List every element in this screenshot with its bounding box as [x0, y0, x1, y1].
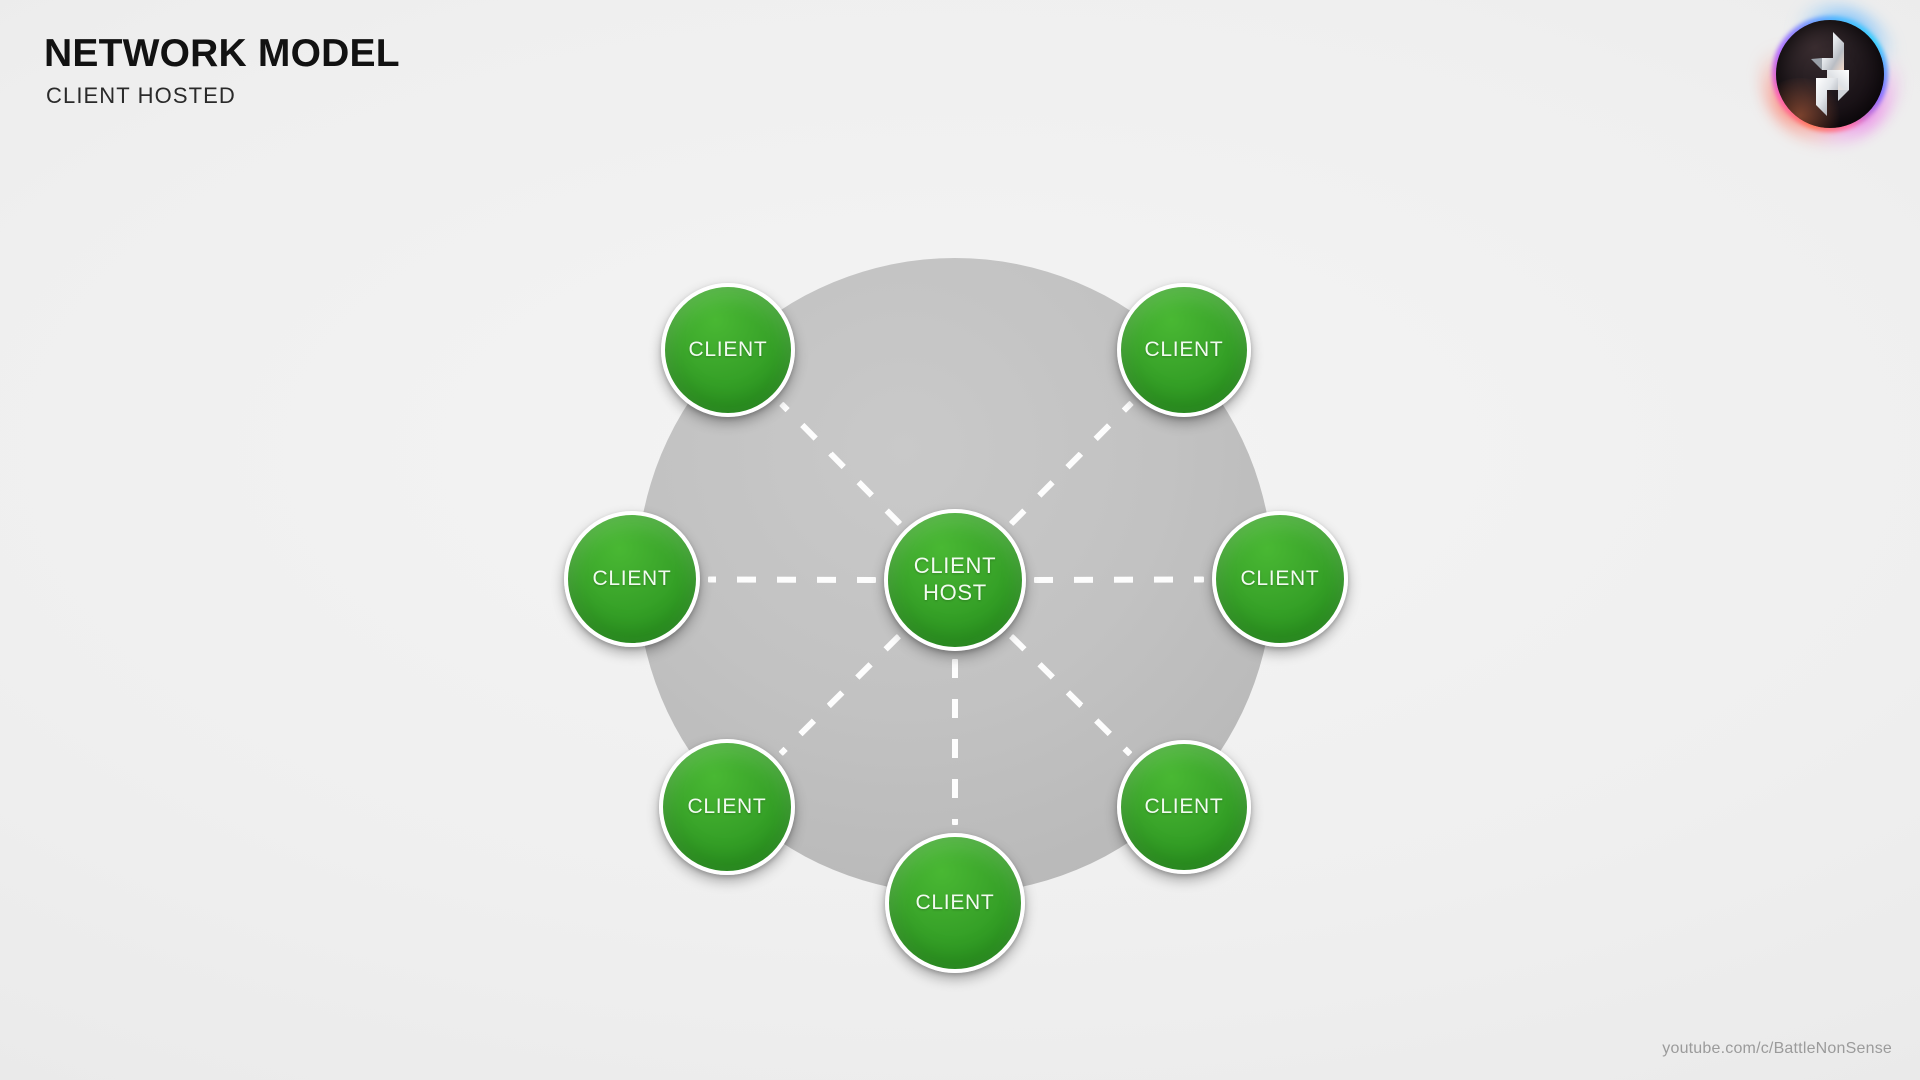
node-label: CLIENT	[1144, 338, 1224, 362]
node-client-bottom-left[interactable]: CLIENT	[659, 739, 795, 875]
node-label: CLIENT	[687, 795, 767, 819]
header: NETWORK MODEL CLIENT HOSTED	[44, 32, 744, 109]
page-title: NETWORK MODEL	[44, 32, 400, 75]
node-label: CLIENT	[592, 567, 672, 591]
battlenonsense-logo-icon	[1760, 4, 1900, 144]
link-host-to-client-left	[707, 576, 877, 583]
footer-credit: youtube.com/c/BattleNonSense	[1662, 1040, 1892, 1057]
node-client-bottom[interactable]: CLIENT	[885, 833, 1025, 973]
node-label: CLIENT	[1144, 795, 1224, 819]
node-label: CLIENT	[688, 338, 768, 362]
node-client-bottom-right[interactable]: CLIENT	[1117, 740, 1251, 874]
link-host-to-client-bottom	[952, 659, 958, 825]
node-client-host[interactable]: CLIENT HOST	[884, 509, 1026, 651]
link-host-to-client-right	[1033, 576, 1204, 583]
node-client-right[interactable]: CLIENT	[1212, 511, 1348, 647]
node-label: CLIENT	[1240, 567, 1320, 591]
node-client-left[interactable]: CLIENT	[564, 511, 700, 647]
node-label: CLIENT	[915, 891, 995, 915]
node-label: CLIENT HOST	[913, 553, 997, 605]
node-client-top-right[interactable]: CLIENT	[1117, 283, 1251, 417]
page-subtitle: CLIENT HOSTED	[46, 82, 236, 108]
node-client-top-left[interactable]: CLIENT	[661, 283, 795, 417]
logo-glyph-icon	[1772, 16, 1888, 132]
